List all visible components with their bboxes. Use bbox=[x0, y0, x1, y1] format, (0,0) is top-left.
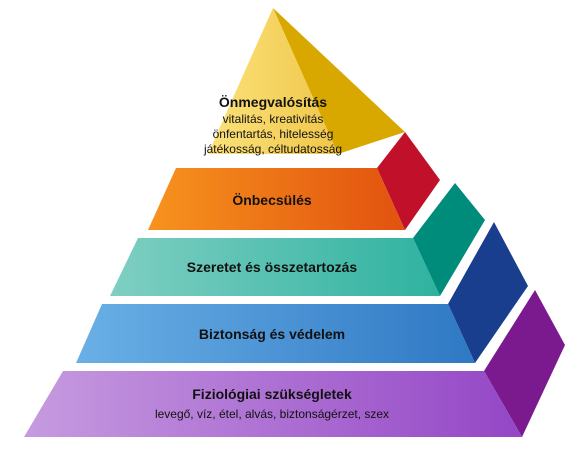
level-physio-front bbox=[24, 371, 522, 437]
level-apex-front bbox=[208, 8, 338, 154]
level-physio-title: Fiziológiai szükségletek bbox=[192, 386, 352, 402]
level-esteem-title: Önbecsülés bbox=[232, 192, 312, 208]
level-apex-detail-1: vitalitás, kreativitás bbox=[223, 112, 324, 126]
level-safety: Biztonság és védelem bbox=[76, 222, 528, 363]
level-apex-side bbox=[273, 8, 405, 154]
level-physio-side bbox=[484, 290, 565, 437]
level-love-front bbox=[110, 238, 440, 296]
level-love: Szeretet és összetartozás bbox=[110, 183, 485, 296]
level-esteem-front bbox=[148, 168, 405, 230]
level-love-side bbox=[413, 183, 485, 296]
level-esteem-side bbox=[377, 132, 440, 230]
level-safety-title: Biztonság és védelem bbox=[199, 326, 345, 342]
level-love-title: Szeretet és összetartozás bbox=[187, 259, 358, 275]
level-safety-side bbox=[448, 222, 528, 363]
level-apex-detail-3: játékosság, céltudatosság bbox=[203, 142, 342, 156]
level-esteem: Önbecsülés bbox=[148, 132, 440, 230]
level-apex: Önmegvalósítás vitalitás, kreativitás ön… bbox=[203, 8, 405, 156]
level-safety-front bbox=[76, 304, 475, 363]
level-physio: Fiziológiai szükségletek levegő, víz, ét… bbox=[24, 290, 565, 437]
level-apex-title: Önmegvalósítás bbox=[219, 94, 327, 110]
level-apex-detail-2: önfentartás, hitelesség bbox=[213, 127, 334, 141]
level-physio-detail-1: levegő, víz, étel, alvás, biztonságérzet… bbox=[155, 407, 389, 421]
